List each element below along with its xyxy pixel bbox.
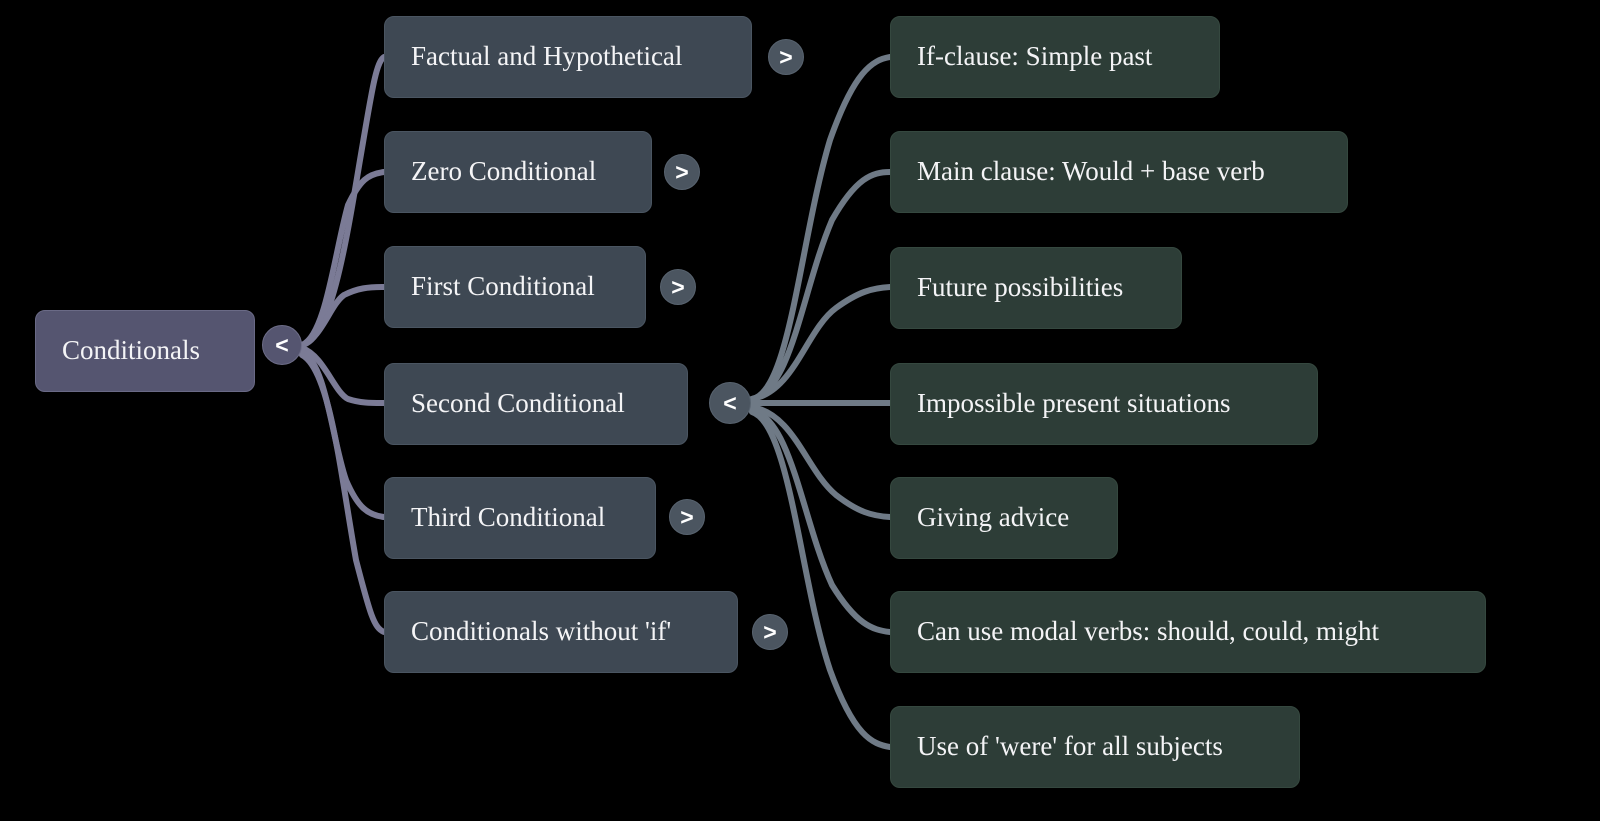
node-can-use-modal-verbs[interactable]: Can use modal verbs: should, could, migh…: [890, 591, 1486, 673]
node-label: Use of 'were' for all subjects: [917, 731, 1223, 762]
node-label: Giving advice: [917, 502, 1070, 533]
edge-root-to-second: [299, 345, 387, 406]
node-label: If-clause: Simple past: [917, 41, 1153, 72]
chevron-right-icon: >: [763, 618, 777, 645]
node-label: Main clause: Would + base verb: [917, 156, 1265, 187]
node-label: Zero Conditional: [411, 156, 597, 187]
node-zero-conditional[interactable]: Zero Conditional: [384, 131, 652, 213]
chevron-right-icon: >: [779, 43, 793, 70]
node-third-conditional[interactable]: Third Conditional: [384, 477, 656, 559]
edge-root-to-without-if: [299, 352, 387, 635]
edge-second-to-future: [749, 284, 893, 402]
node-label: Future possibilities: [917, 272, 1124, 303]
node-label: First Conditional: [411, 271, 595, 302]
collapse-toggle-second-conditional[interactable]: <: [709, 382, 751, 424]
root-collapse-toggle[interactable]: <: [262, 325, 302, 365]
node-future-possibilities[interactable]: Future possibilities: [890, 247, 1182, 329]
edge-root-to-factual: [299, 54, 387, 348]
edge-root-to-first: [299, 284, 387, 348]
expand-toggle-factual-and-hypothetical[interactable]: >: [768, 39, 804, 75]
node-impossible-present-situations[interactable]: Impossible present situations: [890, 363, 1318, 445]
node-label: Second Conditional: [411, 388, 625, 419]
expand-toggle-zero-conditional[interactable]: >: [664, 154, 700, 190]
edge-root-to-zero: [299, 169, 387, 348]
chevron-right-icon: >: [680, 503, 694, 530]
node-label: Conditionals without 'if': [411, 616, 672, 647]
expand-toggle-conditionals-without-if[interactable]: >: [752, 614, 788, 650]
edge-second-to-mainclause: [749, 169, 893, 402]
node-conditionals-without-if[interactable]: Conditionals without 'if': [384, 591, 738, 673]
node-label: Impossible present situations: [917, 388, 1231, 419]
node-giving-advice[interactable]: Giving advice: [890, 477, 1118, 559]
expand-toggle-third-conditional[interactable]: >: [669, 499, 705, 535]
node-second-conditional[interactable]: Second Conditional: [384, 363, 688, 445]
root-edges: [299, 54, 387, 635]
mindmap-root-node[interactable]: Conditionals: [35, 310, 255, 392]
chevron-right-icon: >: [675, 158, 689, 185]
second-conditional-edges: [749, 54, 893, 750]
edge-second-to-advice: [749, 404, 893, 520]
node-first-conditional[interactable]: First Conditional: [384, 246, 646, 328]
edge-second-to-modals: [749, 407, 893, 635]
node-main-clause-would-base-verb[interactable]: Main clause: Would + base verb: [890, 131, 1348, 213]
edge-second-to-were: [749, 409, 893, 750]
node-label: Factual and Hypothetical: [411, 41, 683, 72]
chevron-right-icon: >: [671, 273, 685, 300]
expand-toggle-first-conditional[interactable]: >: [660, 269, 696, 305]
chevron-left-icon: <: [723, 389, 737, 416]
edge-second-to-ifclause: [749, 54, 893, 402]
node-factual-and-hypothetical[interactable]: Factual and Hypothetical: [384, 16, 752, 98]
node-label: Third Conditional: [411, 502, 606, 533]
node-use-of-were-for-all-subjects[interactable]: Use of 'were' for all subjects: [890, 706, 1300, 788]
node-label: Can use modal verbs: should, could, migh…: [917, 616, 1379, 647]
chevron-left-icon: <: [275, 331, 289, 358]
node-if-clause-simple-past[interactable]: If-clause: Simple past: [890, 16, 1220, 98]
root-node-label: Conditionals: [62, 335, 201, 366]
